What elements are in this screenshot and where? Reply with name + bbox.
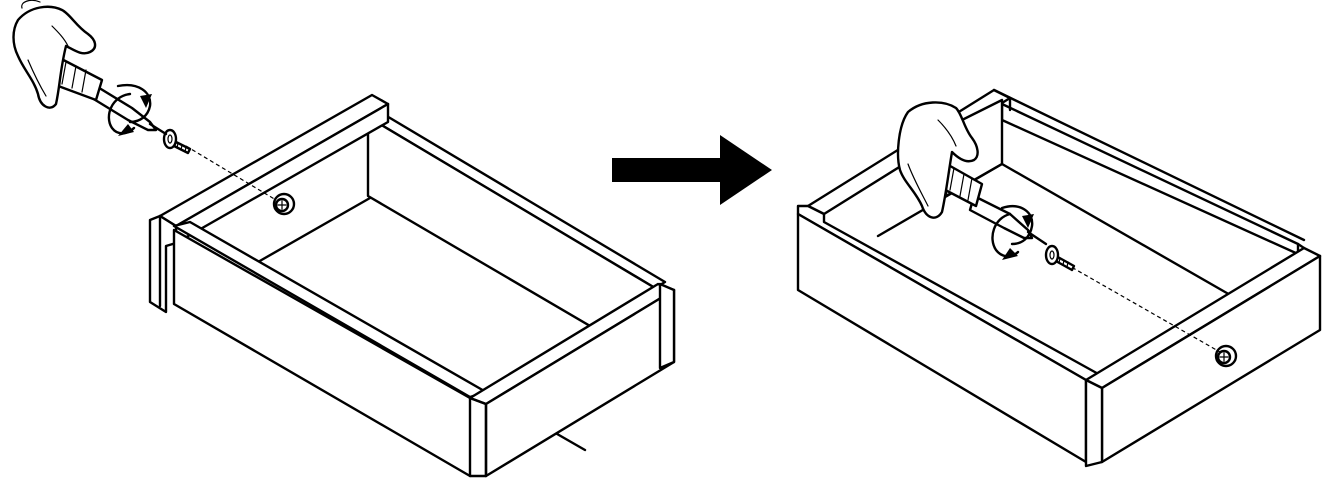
knob-1: [272, 192, 296, 216]
knob-2: [1214, 344, 1238, 368]
step-1-panel: [12, 0, 676, 478]
washer-2: [1044, 244, 1060, 266]
next-step-arrow-icon: [612, 135, 772, 205]
rotation-arrow-icon-2: [991, 205, 1034, 260]
step-2-panel: [796, 88, 1322, 468]
screw-axis-1: [185, 145, 277, 201]
screw-axis-2: [1065, 263, 1221, 353]
hand-2: [896, 101, 979, 219]
rotation-arrow-icon-1: [107, 83, 152, 136]
drawer-box-2: [796, 88, 1322, 468]
hand-1: [12, 0, 97, 109]
drawer-box-1: [148, 93, 676, 478]
